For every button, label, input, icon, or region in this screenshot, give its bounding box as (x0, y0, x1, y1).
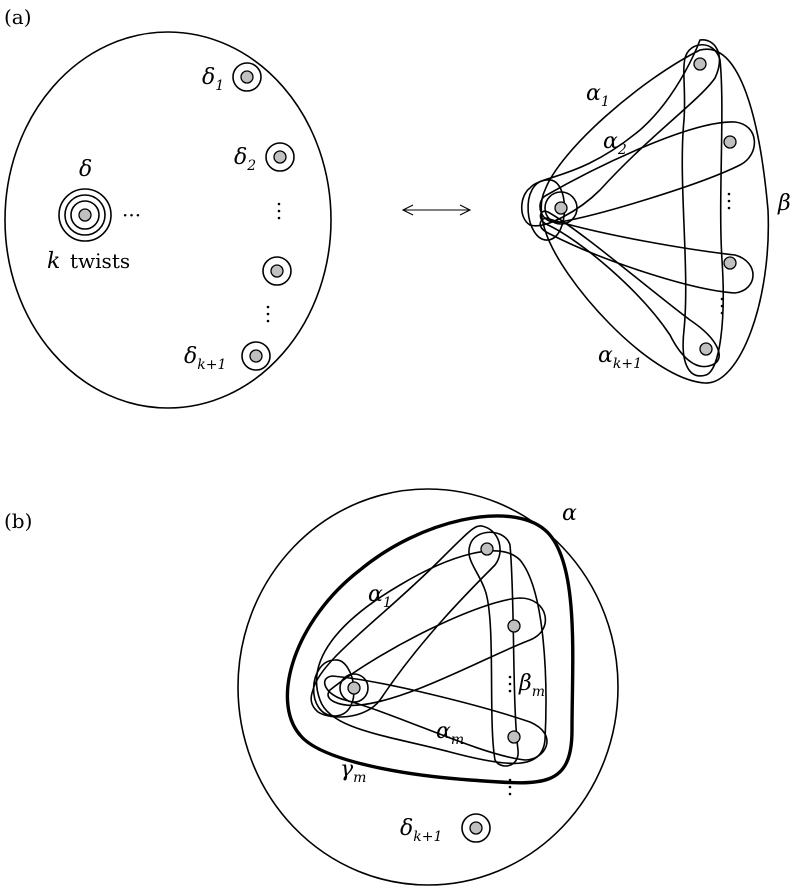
b-puncture-1 (480, 542, 494, 556)
alpha-k1-label: αk+1 (598, 343, 642, 372)
equivalence-arrow (401, 204, 472, 216)
delta-2-label: δ2 (234, 145, 256, 174)
alpha-2-label: α2 (603, 129, 627, 158)
puncture-delta-1 (232, 62, 262, 92)
panel-b-tag: (b) (4, 509, 32, 533)
puncture-unlabeled (262, 256, 292, 286)
vertical-ellipsis-1 (277, 202, 281, 220)
beta-curve (540, 48, 770, 384)
gamma-m-curve (285, 514, 575, 785)
vertical-ellipsis-3 (727, 192, 731, 210)
b-puncture-2 (507, 619, 521, 633)
b-beta-m-label: βm (518, 671, 545, 700)
lantern-puncture-3 (723, 256, 737, 270)
b-center-ring (339, 673, 369, 703)
lantern-curves-b (310, 525, 548, 767)
b-delta-k1-label: δk+1 (400, 816, 442, 845)
b-center-puncture (347, 681, 361, 695)
k-label: k (47, 249, 60, 274)
lantern-puncture-4 (699, 342, 713, 356)
b-alpha-m-curve (323, 675, 548, 761)
surface-boundary-a (4, 31, 332, 409)
vertical-ellipsis-2 (266, 305, 270, 323)
alpha-1-label: α1 (586, 81, 610, 110)
beta-label: β (777, 191, 791, 216)
vertical-curve (681, 44, 724, 377)
b-alpha-1-curve (310, 525, 501, 718)
delta-label: δ (79, 157, 92, 182)
puncture-delta-k1 (241, 341, 271, 371)
b-gamma-m-label: γm (340, 757, 366, 786)
delta-1-label: δ1 (202, 65, 224, 94)
b-vertical-ellipsis-2 (508, 778, 512, 796)
twists-label: twists (70, 249, 130, 273)
b-puncture-3 (507, 730, 521, 744)
lantern-center-ring (544, 191, 578, 225)
b-puncture-delta-k1 (461, 813, 491, 843)
lantern-puncture-2 (723, 135, 737, 149)
b-alpha-1-label: α1 (368, 582, 392, 611)
lantern-puncture-1 (693, 57, 707, 71)
lantern-curves-a (520, 39, 770, 384)
puncture-delta-2 (265, 142, 295, 172)
horizontal-ellipsis: ··· (122, 203, 141, 227)
alpha-k1-curve (539, 210, 720, 368)
twisted-puncture (58, 188, 112, 242)
alpha-1-curve (520, 39, 721, 227)
b-outer-curve (315, 550, 547, 765)
lantern-center-puncture (554, 201, 568, 215)
surface-boundary-b (237, 488, 619, 886)
b-alpha-m-label: αm (436, 719, 464, 748)
alpha-mid-curve (539, 217, 754, 294)
b-vertical-ellipsis-1 (508, 675, 512, 693)
delta-k1-label: δk+1 (184, 344, 226, 373)
b-alpha-label: α (562, 501, 577, 526)
panel-a-tag: (a) (4, 5, 32, 29)
vertical-ellipsis-4 (720, 297, 724, 315)
